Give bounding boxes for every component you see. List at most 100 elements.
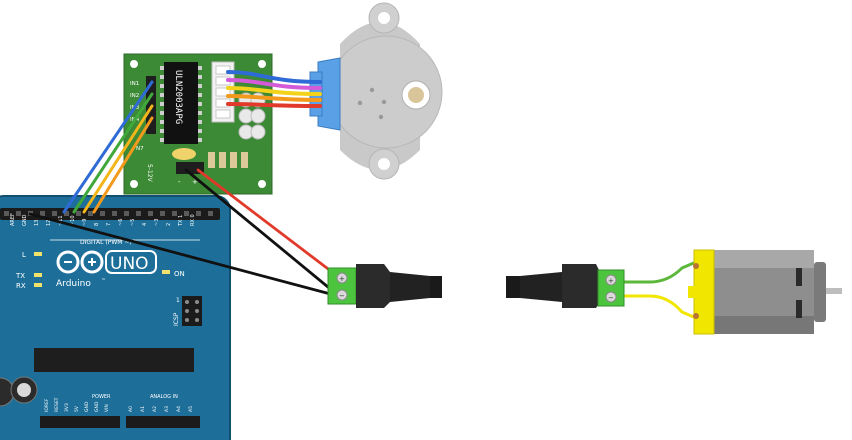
wire-in3 bbox=[82, 104, 154, 214]
arduino-uno-board: AREF GND 13 12 ~11 ~10 ~9 8 7 ~6 ~5 4 ~3… bbox=[0, 195, 231, 440]
voltage-label: 5-12V bbox=[146, 164, 153, 183]
led-rx-indicator bbox=[34, 283, 42, 287]
header-label: 2 bbox=[166, 223, 172, 226]
capacitor-icon bbox=[0, 376, 38, 407]
connector-right-minus: − bbox=[608, 294, 614, 302]
chip-pin bbox=[198, 129, 202, 133]
svg-text:GND: GND bbox=[84, 401, 90, 412]
mounting-hole-icon bbox=[130, 180, 138, 188]
motor-terminal-icon bbox=[693, 263, 699, 269]
header-label: ~9 bbox=[82, 219, 88, 226]
header-label: ~10 bbox=[70, 215, 76, 226]
mounting-hole-icon bbox=[258, 60, 266, 68]
header-pin-hole bbox=[64, 211, 69, 216]
power-input-header bbox=[176, 162, 204, 174]
svg-text:RESET: RESET bbox=[54, 397, 60, 412]
header-label: 7 bbox=[106, 223, 112, 226]
on-indicator bbox=[162, 270, 170, 274]
uno-label: UNO bbox=[110, 254, 149, 274]
header-pin-hole bbox=[196, 211, 201, 216]
connector-left-minus: − bbox=[339, 292, 345, 300]
resistor-array bbox=[208, 152, 248, 168]
atmega-chip bbox=[34, 348, 194, 372]
icsp-header bbox=[182, 296, 202, 326]
mounting-hole-icon bbox=[378, 12, 390, 24]
digital-header-labels: AREF GND 13 12 ~11 ~10 ~9 8 7 ~6 ~5 4 ~3… bbox=[10, 213, 196, 227]
mounting-hole-icon bbox=[378, 158, 390, 170]
mounting-hole-icon bbox=[258, 180, 266, 188]
uln2003-chip: ULN2003APG bbox=[160, 62, 202, 144]
header-pin-hole bbox=[136, 211, 141, 216]
svg-text:IOREF: IOREF bbox=[44, 398, 50, 412]
wires bbox=[28, 70, 698, 320]
wire-stepper-yellow bbox=[226, 86, 322, 96]
header-label: ~3 bbox=[154, 219, 160, 226]
svg-text:A3: A3 bbox=[164, 406, 170, 412]
chip-pin bbox=[198, 84, 202, 88]
header-label: 4 bbox=[142, 223, 148, 226]
chip-pin bbox=[198, 75, 202, 79]
header-pin-hole bbox=[16, 211, 21, 216]
uno-badge bbox=[105, 250, 157, 274]
led-tx-label: TX bbox=[15, 272, 25, 280]
led-rx-label: RX bbox=[16, 282, 26, 290]
header-pin-hole bbox=[4, 211, 9, 216]
svg-text:A4: A4 bbox=[176, 406, 182, 412]
chip-pin bbox=[160, 93, 164, 97]
wire-motor-green bbox=[612, 260, 698, 284]
motor-terminal-icon bbox=[693, 313, 699, 319]
chip-pin bbox=[198, 120, 202, 124]
connector-right-plus: + bbox=[608, 277, 614, 285]
svg-text:A2: A2 bbox=[152, 406, 158, 412]
header-label: TX 1 bbox=[178, 215, 184, 227]
led-capacitors bbox=[238, 92, 266, 140]
svg-text:5V: 5V bbox=[74, 405, 80, 412]
header-pin-hole bbox=[40, 211, 45, 216]
header-label: 8 bbox=[94, 223, 100, 226]
header-pin-hole bbox=[124, 211, 129, 216]
chip-pin bbox=[160, 120, 164, 124]
arduino-brand-label: Arduino bbox=[56, 279, 91, 289]
svg-text:A5: A5 bbox=[188, 406, 194, 412]
wire-motor-yellow bbox=[612, 294, 698, 320]
header-pin-hole bbox=[112, 211, 117, 216]
svg-text:3V3: 3V3 bbox=[64, 403, 70, 412]
icsp-label: ICSP bbox=[173, 312, 180, 326]
header-pin-hole bbox=[88, 211, 93, 216]
header-pin-hole bbox=[184, 211, 189, 216]
header-label: ~11 bbox=[58, 215, 64, 226]
digital-label: DIGITAL (PWM ~) bbox=[80, 239, 132, 246]
header-label: 12 bbox=[46, 220, 52, 226]
wire-black-ground bbox=[28, 212, 340, 298]
on-label: ON bbox=[174, 270, 185, 278]
pin-label-in1: IN1 bbox=[130, 81, 139, 87]
connector-pin bbox=[215, 87, 231, 97]
wire-stepper-orange bbox=[226, 94, 322, 102]
analog-label: ANALOG IN bbox=[150, 394, 178, 400]
connector-pin bbox=[215, 109, 231, 119]
chip-pin bbox=[198, 138, 202, 142]
header-pin-hole bbox=[148, 211, 153, 216]
plus-label: + bbox=[192, 178, 198, 186]
power-label: POWER bbox=[92, 394, 111, 400]
header-pin-hole bbox=[52, 211, 57, 216]
screw-terminal-icon bbox=[605, 291, 617, 303]
screw-terminal-icon bbox=[336, 289, 348, 301]
minus-label: - bbox=[178, 178, 181, 186]
dc-motor bbox=[688, 249, 842, 335]
pin-label-n7: N7 bbox=[136, 146, 144, 152]
screw-terminal-icon bbox=[605, 274, 617, 286]
chip-pin bbox=[160, 111, 164, 115]
mounting-hole-icon bbox=[130, 60, 138, 68]
wire-stepper-blue bbox=[226, 70, 322, 84]
header-label: RX 0 bbox=[190, 214, 196, 226]
chip-pin bbox=[198, 102, 202, 106]
wire-black-power bbox=[184, 168, 336, 294]
header-pin-hole bbox=[172, 211, 177, 216]
svg-text:A0: A0 bbox=[128, 406, 134, 412]
chip-pin bbox=[160, 129, 164, 133]
analog-header bbox=[126, 416, 200, 428]
chip-label: ULN2003APG bbox=[173, 70, 183, 124]
wire-stepper-pink bbox=[226, 78, 322, 90]
